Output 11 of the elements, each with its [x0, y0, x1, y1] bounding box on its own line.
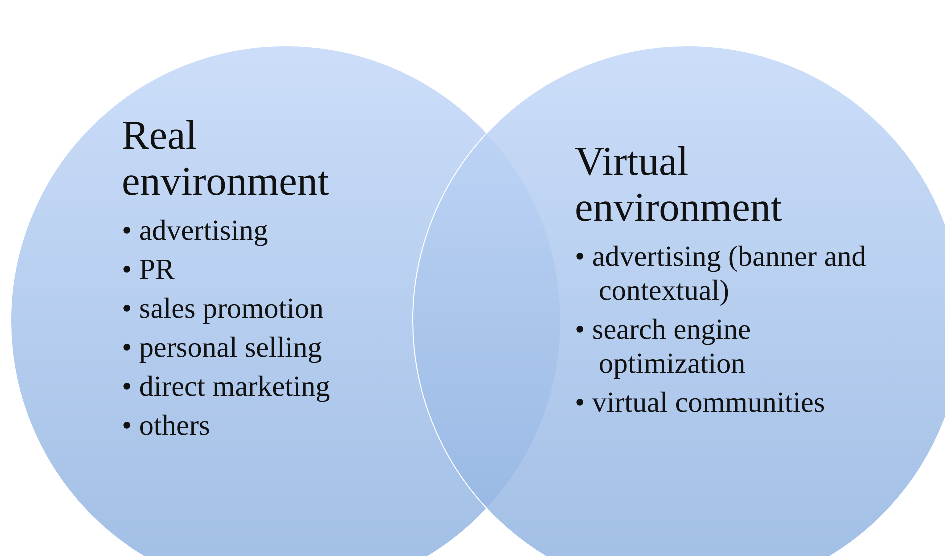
list-item: • others [122, 409, 212, 443]
circle-heading: Virtual environment [575, 138, 784, 230]
list-item: • advertising (banner and contextual) [575, 240, 868, 308]
list-item: • virtual communities [575, 386, 826, 420]
list-item: • PR [122, 253, 176, 287]
circle-heading: Real environment [122, 112, 330, 204]
list-item: • direct marketing [122, 370, 332, 404]
list-item: • advertising [122, 214, 270, 248]
list-item: • sales promotion [122, 292, 325, 326]
list-item: • search engine optimization [575, 313, 752, 381]
list-item: • personal selling [122, 331, 324, 365]
